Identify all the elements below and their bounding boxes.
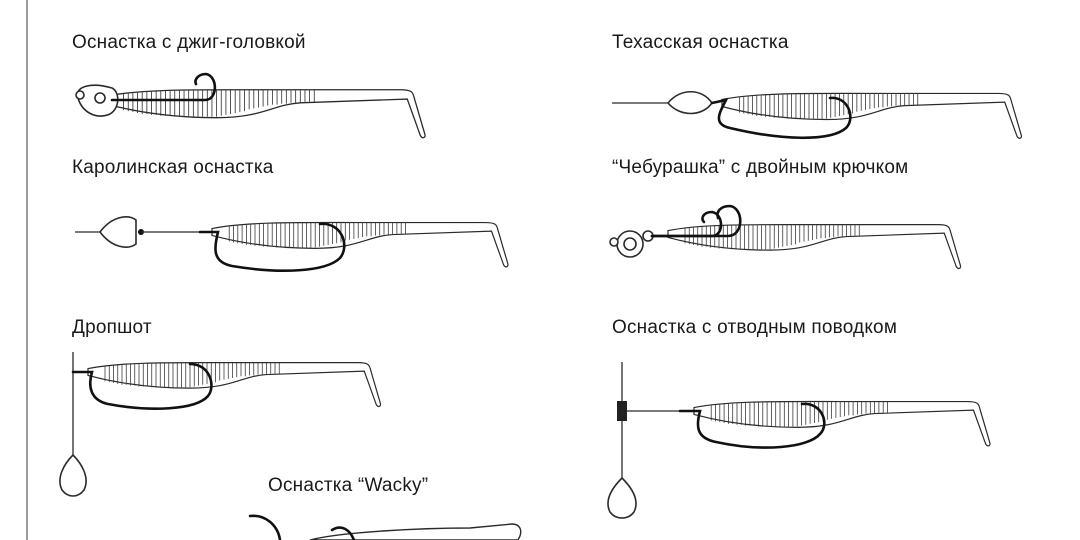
rig-texas [612,90,1023,140]
wacky-hook-a [248,514,282,540]
offset-hook [71,362,213,410]
bullet-sinker [666,90,713,115]
lure [667,224,962,270]
lure [693,400,991,447]
double-hook-b [650,210,723,238]
offset-hook [198,222,346,272]
label-carolina: Каролинская оснастка [72,157,274,178]
rig-carolina [75,216,509,272]
dropshot-weight [59,453,87,497]
label-wacky: Оснастка “Wacky” [268,475,429,496]
lure [721,92,1023,139]
label-leader: Оснастка с отводным поводком [612,317,898,338]
rig-jig-head [75,72,426,139]
sinker-weight [607,476,637,519]
jig-eye [94,92,106,104]
lure [211,221,509,268]
rig-leader [607,362,991,519]
three-way-swivel [617,401,627,421]
weight-inner [623,237,637,251]
line-tie [75,90,85,100]
rig-wacky [248,514,522,540]
lure [104,89,426,139]
worm [309,523,522,540]
label-texas: Техасская оснастка [612,32,789,53]
bullet-sinker [98,216,137,248]
offset-hook [678,402,826,449]
label-dropshot: Дропшот [72,317,152,338]
label-cheburashka: “Чебурашка” с двойным крючком [612,157,909,178]
double-hook-a [650,204,742,238]
lure [87,362,382,408]
label-jig-head: Оснастка с джиг-головкой [72,32,306,53]
rig-cheburashka [609,204,962,270]
left-border [26,0,28,540]
weight-ring [609,237,619,247]
wacky-hook-b [330,526,356,540]
hook [110,72,217,102]
offset-hook [710,96,852,140]
rig-dropshot [59,352,382,497]
